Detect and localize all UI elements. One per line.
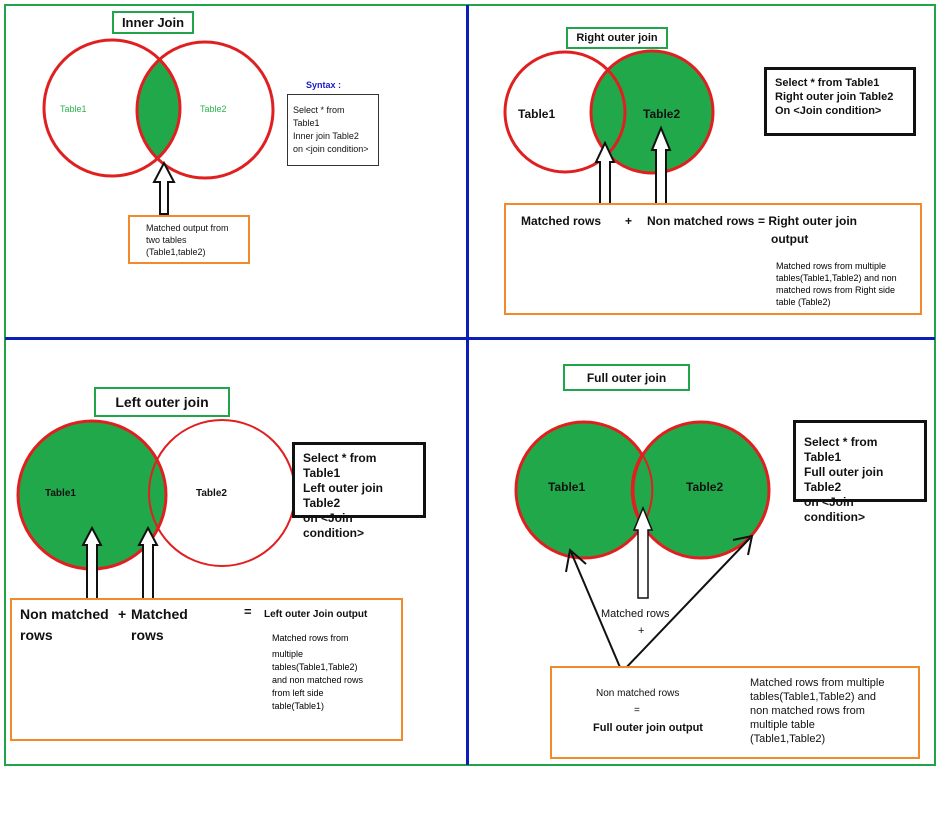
vertical-divider bbox=[466, 5, 469, 765]
left-non-matched-2: rows bbox=[20, 627, 53, 643]
full-outer-join-title: Full outer join bbox=[563, 364, 690, 391]
right-result-output: output bbox=[771, 232, 809, 246]
left-query-line: on <Join condition> bbox=[303, 511, 364, 540]
left-result: Left outer Join output bbox=[264, 609, 368, 620]
full-non-matched-rows: Non matched rows bbox=[596, 688, 680, 699]
left-description-line: Matched rows from bbox=[272, 633, 349, 643]
inner-circle-table1 bbox=[42, 38, 182, 178]
left-query-line: Left outer join Table2 bbox=[303, 481, 383, 510]
inner-output-line: Matched output from bbox=[146, 223, 229, 233]
inner-syntax-line: Inner join Table2 bbox=[293, 131, 359, 141]
right-arrow-2 bbox=[650, 125, 672, 206]
right-description-line: tables(Table1,Table2) and non bbox=[776, 273, 897, 283]
full-output-box bbox=[550, 666, 920, 759]
left-arrow-2 bbox=[137, 525, 159, 606]
left-outer-join-title: Left outer join bbox=[94, 387, 230, 417]
full-table2-label: Table2 bbox=[686, 480, 724, 494]
inner-output-box: Matched output from two tables (Table1,t… bbox=[128, 215, 250, 264]
right-description: Matched rows from multiple tables(Table1… bbox=[776, 260, 897, 308]
inner-table1-label: Table1 bbox=[60, 104, 87, 114]
left-table2-label: Table2 bbox=[196, 488, 227, 499]
full-query-line: Full outer join Table2 bbox=[804, 465, 884, 494]
full-description-line: non matched rows from bbox=[750, 705, 865, 717]
right-plus: + bbox=[625, 214, 633, 228]
left-description: Matched rows from multiple tables(Table1… bbox=[272, 632, 363, 713]
right-description-line: Matched rows from multiple bbox=[776, 261, 887, 271]
right-query-box: Select * from Table1 Right outer join Ta… bbox=[764, 67, 916, 136]
right-matched-rows: Matched rows bbox=[521, 214, 602, 228]
full-arrow-left-line bbox=[570, 551, 623, 673]
full-description-line: multiple table bbox=[750, 719, 815, 731]
left-description-line: tables(Table1,Table2) bbox=[272, 662, 358, 672]
inner-table2-label: Table2 bbox=[200, 104, 227, 114]
right-outer-join-title: Right outer join bbox=[566, 27, 668, 49]
full-table1-label: Table1 bbox=[548, 480, 586, 494]
right-query-line: On <Join condition> bbox=[775, 105, 882, 117]
inner-output-line: (Table1,table2) bbox=[146, 247, 206, 257]
horizontal-divider bbox=[5, 337, 935, 340]
left-query-line: Select * from Table1 bbox=[303, 451, 377, 480]
left-output-box bbox=[10, 598, 403, 741]
syntax-label: Syntax : bbox=[306, 80, 342, 90]
inner-syntax-line: Select * from Table1 bbox=[293, 105, 345, 128]
right-table2-label: Table2 bbox=[643, 107, 681, 121]
right-query-line: Right outer join Table2 bbox=[775, 91, 894, 103]
left-plus: + bbox=[118, 606, 127, 622]
full-circle-table2 bbox=[631, 420, 771, 560]
right-query-line: Select * from Table1 bbox=[775, 77, 880, 89]
left-non-matched-1: Non matched bbox=[20, 606, 109, 622]
inner-syntax-box: Select * from Table1 Inner join Table2 o… bbox=[287, 94, 379, 166]
left-arrow-1 bbox=[81, 525, 103, 606]
left-description-line: from left side bbox=[272, 688, 324, 698]
left-description-line: table(Table1) bbox=[272, 701, 325, 711]
inner-join-title: Inner Join bbox=[112, 11, 194, 34]
full-result: Full outer join output bbox=[593, 722, 703, 734]
full-description-line: tables(Table1,Table2) and bbox=[750, 691, 876, 703]
right-table1-label: Table1 bbox=[518, 107, 556, 121]
full-query-line: Select * from Table1 bbox=[804, 435, 878, 464]
right-non-matched-rows: Non matched rows bbox=[647, 214, 755, 228]
left-description-line: multiple bbox=[272, 649, 304, 659]
right-arrow-1 bbox=[594, 140, 616, 206]
full-equals: = bbox=[634, 705, 640, 716]
full-arrow-right-head bbox=[732, 534, 754, 556]
full-description: Matched rows from multiple tables(Table1… bbox=[750, 676, 885, 746]
right-output-box bbox=[504, 203, 922, 315]
full-plus: + bbox=[638, 625, 645, 637]
right-description-line: table (Table2) bbox=[776, 297, 831, 307]
full-arrow-up bbox=[632, 506, 654, 599]
left-matched-1: Matched bbox=[131, 606, 188, 622]
left-matched-2: rows bbox=[131, 627, 164, 643]
outer-frame bbox=[4, 4, 936, 766]
inner-circle-table2 bbox=[135, 40, 275, 180]
inner-output-line: two tables bbox=[146, 235, 187, 245]
full-arrow-left-head bbox=[565, 548, 587, 573]
full-matched-rows: Matched rows bbox=[601, 608, 670, 620]
full-arrow-right-line bbox=[621, 537, 751, 673]
right-description-line: matched rows from Right side bbox=[776, 285, 896, 295]
right-circle-table2 bbox=[589, 49, 715, 175]
inner-syntax-line: on <join condition> bbox=[293, 144, 369, 154]
right-result: = Right outer join bbox=[758, 214, 857, 228]
inner-arrow bbox=[152, 160, 176, 215]
left-description-line: and non matched rows bbox=[272, 675, 364, 685]
full-query-line: on <Join condition> bbox=[804, 495, 865, 524]
full-description-line: Matched rows from multiple bbox=[750, 677, 885, 689]
full-query-box: Select * from Table1 Full outer join Tab… bbox=[793, 420, 927, 524]
right-circle-table1 bbox=[503, 50, 627, 174]
left-equals: = bbox=[244, 604, 252, 619]
full-description-line: (Table1,Table2) bbox=[750, 733, 826, 745]
left-table1-label: Table1 bbox=[45, 488, 76, 499]
left-query-box: Select * from Table1 Left outer join Tab… bbox=[292, 442, 426, 540]
